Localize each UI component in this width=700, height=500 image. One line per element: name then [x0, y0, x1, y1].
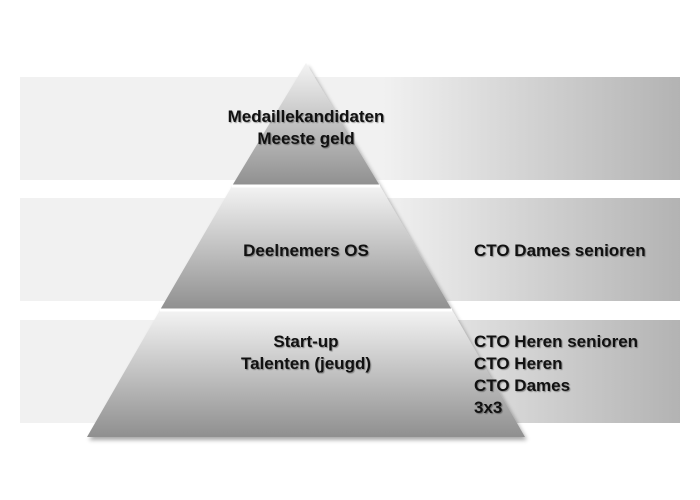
tier-3-side-label: CTO Heren senioren CTO Heren CTO Dames 3…	[474, 331, 638, 419]
pyramid-tier-bottom	[87, 310, 525, 437]
tier-2-label-line-1: Deelnemers OS	[243, 241, 369, 260]
tier-3-label: Start-up Talenten (jeugd)	[206, 331, 406, 375]
pyramid-tier-middle	[160, 186, 452, 310]
tier-2-label: Deelnemers OS	[206, 240, 406, 262]
tier-3-label-line-2: Talenten (jeugd)	[240, 354, 371, 373]
pyramid-tier-top	[232, 63, 380, 186]
tier-1-label-line-1: Medaillekandidaten	[227, 107, 385, 126]
tier-2-side-label: CTO Dames senioren	[474, 240, 646, 262]
tier-3-label-line-1: Start-up	[273, 332, 339, 351]
tier-3-side-line-4: 3x3	[474, 398, 503, 417]
tier-1-label-line-2: Meeste geld	[257, 129, 355, 148]
tier-1-label: Medaillekandidaten Meeste geld	[206, 106, 406, 150]
tier-3-side-line-2: CTO Heren	[474, 354, 563, 373]
tier-3-side-line-1: CTO Heren senioren	[474, 332, 639, 351]
tier-3-side-line-3: CTO Dames	[474, 376, 571, 395]
tier-2-side-line-1: CTO Dames senioren	[474, 241, 646, 260]
